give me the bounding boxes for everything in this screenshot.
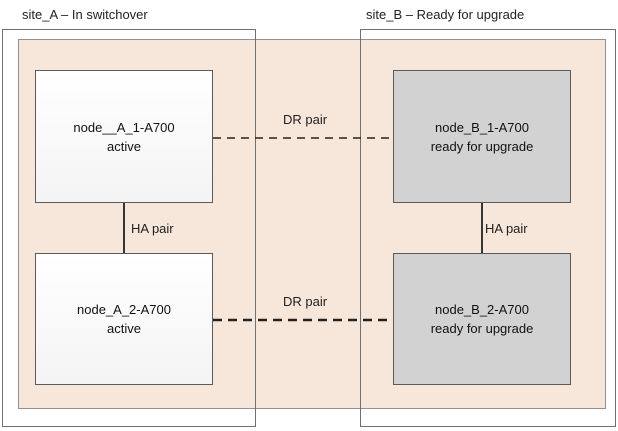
dr-pair-top-label: DR pair	[283, 112, 328, 127]
node-a1-status: active	[107, 138, 141, 154]
ha-pair-right-label: HA pair	[485, 221, 528, 236]
site-a-box	[2, 29, 256, 427]
node-a2[interactable]: node_A_2-A700 active	[35, 253, 213, 385]
ha-pair-left-label: HA pair	[131, 221, 174, 236]
node-b1-status: ready for upgrade	[430, 138, 534, 154]
dr-pair-bottom-label: DR pair	[283, 294, 328, 309]
node-b2-status: ready for upgrade	[430, 321, 534, 336]
node-a1-name: node__A_1-A700	[73, 119, 175, 135]
node-a2-status: active	[107, 321, 141, 336]
site-b-label: site_B – Ready for upgrade	[366, 7, 525, 22]
node-b1[interactable]: node_B_1-A700 ready for upgrade	[393, 70, 571, 203]
node-b2-name: node_B_2-A700	[435, 302, 529, 317]
site-b-box	[360, 29, 616, 427]
site-a-label: site_A – In switchover	[22, 7, 148, 22]
node-b2[interactable]: node_B_2-A700 ready for upgrade	[393, 253, 571, 385]
node-a2-name: node_A_2-A700	[77, 302, 171, 317]
node-a1[interactable]: node__A_1-A700 active	[35, 70, 213, 203]
node-b1-name: node_B_1-A700	[435, 119, 529, 135]
